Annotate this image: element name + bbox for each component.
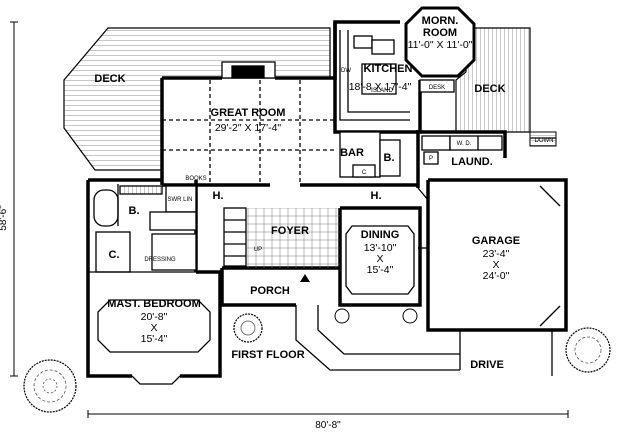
stairs-up-label: UP	[254, 247, 262, 253]
dimension-labels: 80'-8" 58'-6"	[0, 205, 341, 431]
tree-left	[23, 359, 77, 413]
foyer-label: FOYER	[271, 225, 309, 237]
great-room-label: GREAT ROOM	[211, 107, 286, 119]
garage-height: 24'-0"	[483, 270, 510, 282]
deck-left	[63, 27, 331, 171]
entry-arrow-icon	[300, 274, 310, 282]
interior-walls	[88, 30, 561, 385]
drive-label: DRIVE	[470, 359, 504, 371]
hall-left-label: H.	[213, 190, 224, 202]
dining-label: DINING	[361, 229, 400, 241]
small-closet-label: C	[362, 170, 367, 176]
master-bath-label: B.	[129, 205, 140, 217]
tree-right	[565, 327, 611, 373]
dining-width: 13'-10"	[364, 242, 397, 254]
morn-room-label: MORN.	[422, 15, 459, 27]
down-label: DOWN	[535, 138, 554, 144]
master-bedroom-height: 15'-4"	[141, 333, 168, 345]
bar-label: BAR	[340, 147, 364, 159]
first-floor-label: FIRST FLOOR	[231, 349, 304, 361]
morn-room-label-2: ROOM	[423, 27, 457, 39]
washer-dryer-label: W. D.	[457, 141, 472, 147]
master-bedroom-width: 20'-8"	[141, 311, 168, 323]
dressing-label: DRESSING	[144, 257, 176, 263]
dimension-lines	[10, 21, 569, 418]
great-room-size: 29'-2" X 17'-4"	[215, 122, 282, 134]
plants-dining	[334, 308, 418, 324]
pantry-label: P	[429, 156, 433, 162]
porch-label: PORCH	[250, 285, 290, 297]
deck-right-label: DECK	[474, 83, 505, 95]
desk-label: DESK	[429, 85, 445, 91]
deck-left-label: DECK	[94, 73, 125, 85]
garage-width: 23'-4"	[483, 248, 510, 260]
swr-lin-label: SWR LIN	[167, 197, 192, 203]
closet-label: C.	[109, 249, 120, 261]
room-labels: DECK GREAT ROOM 29'-2" X 17'-4" KITCHEN …	[94, 15, 553, 371]
bath-label: B.	[384, 152, 395, 164]
overall-width-label: 80'-8"	[315, 420, 341, 431]
master-bedroom-x: X	[150, 322, 157, 334]
house-walls	[86, 20, 568, 378]
foyer-tile	[246, 208, 340, 268]
kitchen-size: 18'-8 X 17'-4"	[349, 81, 412, 93]
hall-right-label: H.	[371, 190, 382, 202]
island-label: ISLAND	[371, 88, 393, 94]
morning-room	[404, 6, 476, 78]
dw-label: DW	[341, 68, 351, 74]
morn-room-size: 11'-0" X 11'-0"	[408, 39, 473, 51]
dining-height: 15'-4"	[367, 264, 394, 276]
garage-label: GARAGE	[472, 235, 520, 247]
garage-x: X	[492, 259, 499, 271]
dining-x: X	[376, 253, 383, 265]
overall-depth-label: 58'-6"	[0, 205, 9, 231]
master-bedroom-label: MAST. BEDROOM	[107, 298, 201, 310]
laundry-label: LAUND.	[451, 156, 493, 168]
books-label: BOOKS	[185, 176, 206, 182]
shrub-first-floor	[233, 313, 263, 343]
kitchen-label: KITCHEN	[364, 63, 413, 75]
